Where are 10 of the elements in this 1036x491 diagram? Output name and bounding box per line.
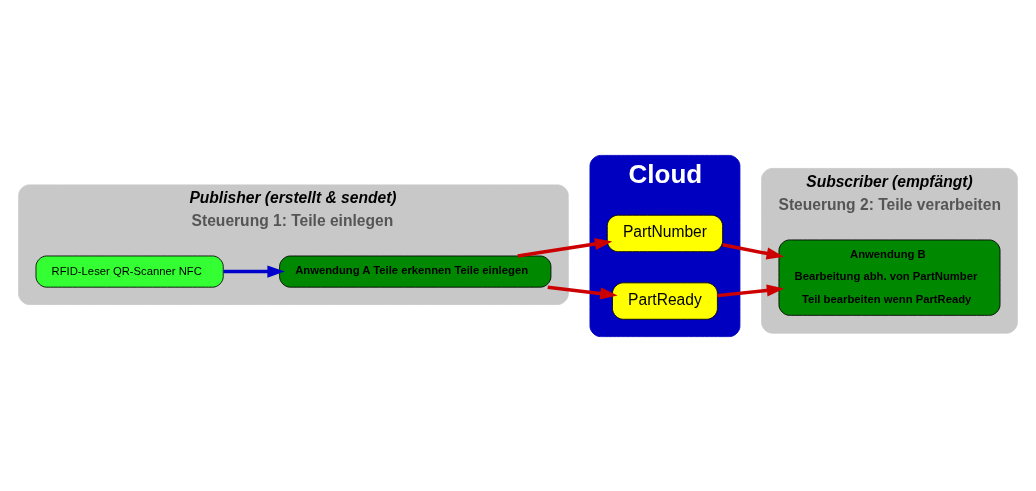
arrow (717, 283, 785, 297)
arrow (517, 237, 613, 258)
node-box: Anwendung B Bearbeitung abh. von PartNumber Teil bearbeiten wenn PartReady (778, 239, 1001, 316)
arrow (722, 242, 784, 259)
arrow (223, 265, 285, 278)
node-box: PartNumber (606, 214, 724, 252)
node-box: RFID-Leser QR-Scanner NFC (35, 255, 224, 288)
node-box: PartReady (612, 281, 718, 320)
node-box: Anwendung A Teile erkennen Teile einlegen (279, 255, 552, 288)
arrow (547, 285, 618, 299)
